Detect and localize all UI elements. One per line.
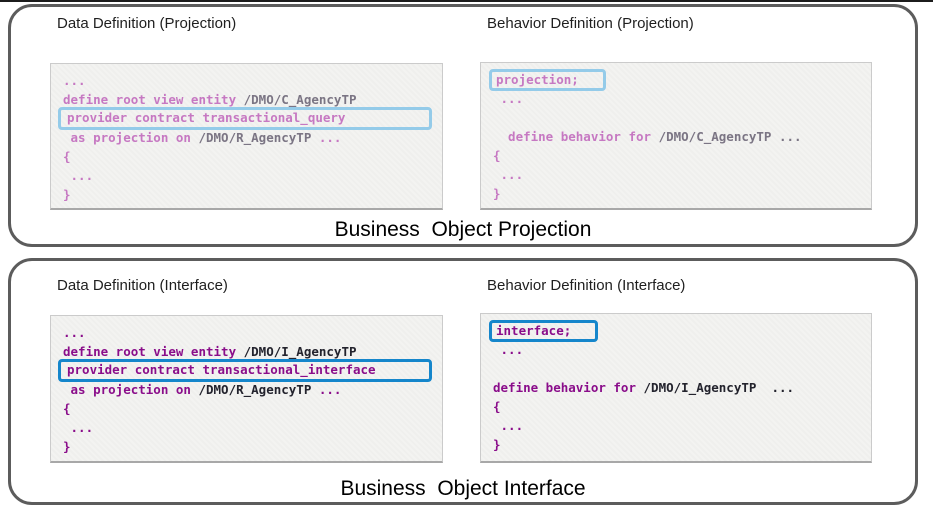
code-identifier-text: /DMO/I_AgencyTP ... — [643, 380, 795, 395]
code-keyword-text: ... — [493, 418, 524, 433]
code-keyword-text: ... — [311, 382, 342, 397]
code-block-data-definition-interface: ... define root view entity /DMO/I_Agency… — [50, 315, 443, 463]
code-line: { — [63, 399, 442, 418]
code-keyword-text: ... — [311, 130, 342, 145]
highlight-box: interface; — [489, 320, 599, 342]
code-line: define behavior for /DMO/C_AgencyTP ... — [493, 127, 871, 146]
code-keyword-text: ... — [493, 91, 524, 106]
code-block-behavior-definition-projection: projection; ... define behavior for /DMO… — [480, 62, 872, 210]
code-line: ... — [493, 340, 871, 359]
code-line: define root view entity /DMO/I_AgencyTP — [63, 342, 442, 361]
code-line: } — [63, 185, 442, 204]
code-line: ... — [493, 416, 871, 435]
code-keyword-text: ... — [63, 420, 94, 435]
top-divider-rule — [0, 0, 933, 2]
code-line — [493, 108, 871, 127]
column-title-data-definition-projection: Data Definition (Projection) — [57, 15, 237, 32]
code-keyword-text: define behavior for — [493, 380, 644, 395]
code-keyword-text: provider contract transactional_query — [67, 110, 346, 125]
highlighted-code-line: provider contract transactional_query — [58, 107, 432, 130]
code-keyword-text: as projection on — [63, 130, 199, 145]
panel-caption-interface: Business Object Interface — [340, 477, 586, 500]
code-keyword-text: { — [63, 149, 71, 164]
code-line: ... — [493, 89, 871, 108]
code-line: define behavior for /DMO/I_AgencyTP ... — [493, 378, 871, 397]
code-line: ... — [493, 165, 871, 184]
code-keyword-text: { — [63, 401, 71, 416]
column-title-behavior-definition-projection: Behavior Definition (Projection) — [487, 15, 694, 32]
code-keyword-text: ... — [63, 168, 94, 183]
highlight-box: projection; — [489, 69, 606, 91]
code-identifier-text: /DMO/R_AgencyTP — [198, 382, 312, 397]
highlighted-code-line: projection; — [489, 69, 871, 91]
code-line: as projection on /DMO/R_AgencyTP ... — [63, 380, 442, 399]
code-keyword-text: define behavior for — [493, 129, 659, 144]
code-line: } — [493, 435, 871, 454]
code-identifier-text: /DMO/R_AgencyTP — [198, 130, 312, 145]
code-identifier-text: /DMO/C_AgencyTP ... — [658, 129, 802, 144]
code-line: ... — [63, 166, 442, 185]
code-keyword-text: } — [493, 437, 501, 452]
code-keyword-text: interface; — [496, 323, 572, 338]
code-line: as projection on /DMO/R_AgencyTP ... — [63, 128, 442, 147]
code-keyword-text: ... — [63, 325, 86, 340]
highlighted-code-line: provider contract transactional_interfac… — [58, 359, 432, 382]
code-keyword-text: projection; — [496, 72, 579, 87]
code-keyword-text: define root view entity — [63, 92, 244, 107]
code-keyword-text: { — [493, 148, 501, 163]
code-line: { — [493, 146, 871, 165]
panel-business-object-projection: Data Definition (Projection) Behavior De… — [8, 4, 918, 247]
code-keyword-text: ... — [493, 342, 524, 357]
code-line: { — [63, 147, 442, 166]
code-line: ... — [63, 71, 442, 90]
code-line: define root view entity /DMO/C_AgencyTP — [63, 90, 442, 109]
panel-caption-projection: Business Object Projection — [334, 218, 592, 241]
code-keyword-text: define root view entity — [63, 344, 244, 359]
code-line: ... — [63, 418, 442, 437]
code-keyword-text: } — [493, 186, 501, 201]
code-keyword-text: { — [493, 399, 501, 414]
code-keyword-text: as projection on — [63, 382, 199, 397]
column-title-behavior-definition-interface: Behavior Definition (Interface) — [487, 277, 686, 294]
code-line — [493, 359, 871, 378]
code-keyword-text: ... — [493, 167, 524, 182]
code-line: ... — [63, 323, 442, 342]
code-keyword-text: ... — [63, 73, 86, 88]
panel-business-object-interface: Data Definition (Interface) Behavior Def… — [8, 258, 918, 505]
code-identifier-text: /DMO/I_AgencyTP — [243, 344, 357, 359]
column-title-data-definition-interface: Data Definition (Interface) — [57, 277, 228, 294]
code-block-data-definition-projection: ... define root view entity /DMO/C_Agency… — [50, 63, 443, 210]
code-line: } — [63, 437, 442, 456]
code-line: } — [493, 184, 871, 203]
code-line: { — [493, 397, 871, 416]
code-keyword-text: } — [63, 439, 71, 454]
code-identifier-text: /DMO/C_AgencyTP — [243, 92, 357, 107]
code-block-behavior-definition-interface: interface; ... define behavior for /DMO/… — [480, 313, 872, 463]
code-keyword-text: provider contract transactional_interfac… — [67, 362, 376, 377]
code-keyword-text: } — [63, 187, 71, 202]
highlighted-code-line: interface; — [489, 320, 871, 342]
